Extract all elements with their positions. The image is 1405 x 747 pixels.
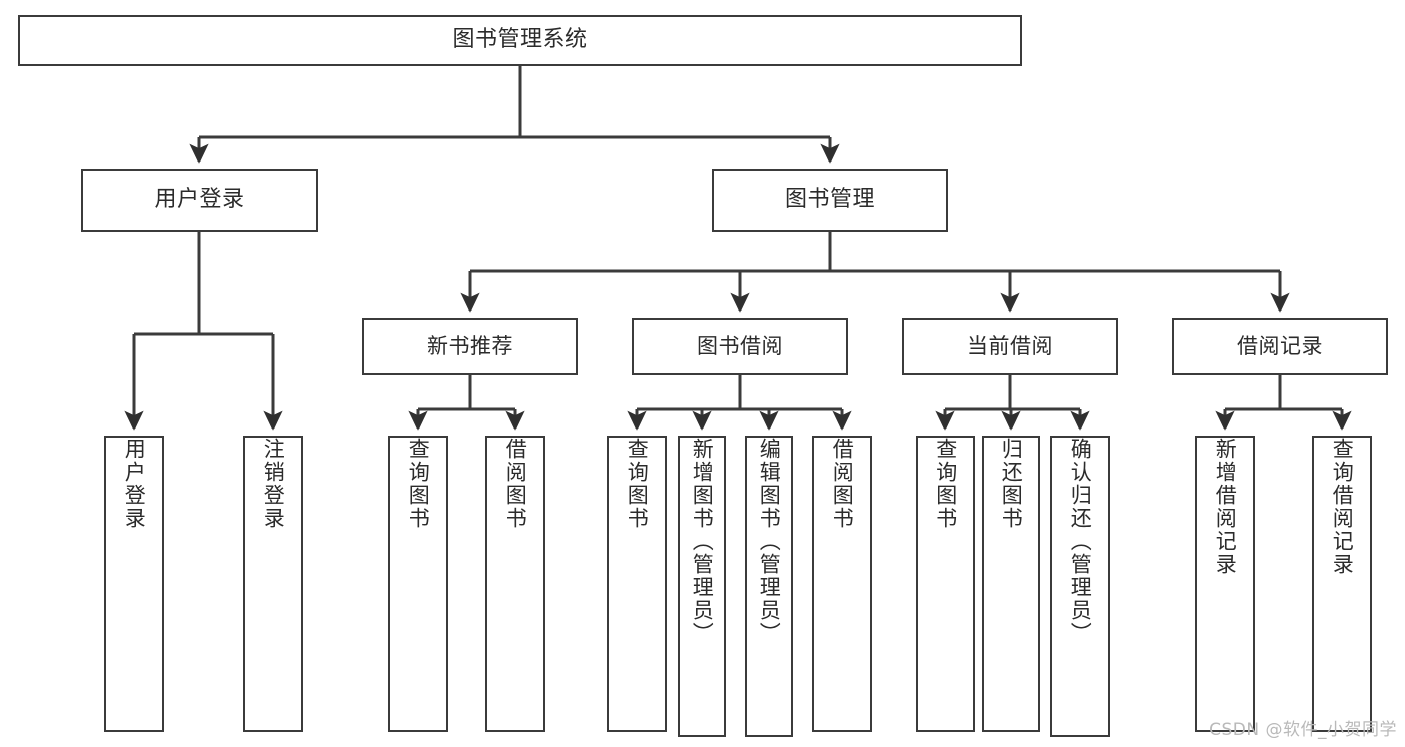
- leaf-return-book[interactable]: 归还图书: [982, 436, 1040, 732]
- leaf-query-borrow-record-label: 查询借阅记录: [1330, 438, 1355, 576]
- leaf-query-book-current-label: 查询图书: [933, 438, 958, 530]
- leaf-user-login[interactable]: 用户登录: [104, 436, 164, 732]
- node-user-login[interactable]: 用户登录: [81, 169, 318, 232]
- leaf-user-login-label: 用户登录: [122, 438, 147, 530]
- node-new-book-recommend-label: 新书推荐: [427, 333, 513, 358]
- leaf-query-book-borrow[interactable]: 查询图书: [607, 436, 667, 732]
- node-book-management-label: 图书管理: [784, 187, 875, 213]
- leaf-logout[interactable]: 注销登录: [243, 436, 303, 732]
- leaf-query-book-newbook-label: 查询图书: [406, 438, 431, 530]
- leaf-borrow-book[interactable]: 借阅图书: [812, 436, 872, 732]
- node-book-borrow-label: 图书借阅: [697, 333, 783, 358]
- node-book-management[interactable]: 图书管理: [712, 169, 948, 232]
- leaf-borrow-book-label: 借阅图书: [830, 438, 855, 530]
- leaf-query-book-newbook[interactable]: 查询图书: [388, 436, 448, 732]
- node-current-borrow[interactable]: 当前借阅: [902, 318, 1118, 375]
- node-root[interactable]: 图书管理系统: [18, 15, 1022, 66]
- node-root-label: 图书管理系统: [452, 27, 588, 53]
- leaf-borrow-book-newbook-label: 借阅图书: [503, 438, 528, 530]
- node-book-borrow[interactable]: 图书借阅: [632, 318, 848, 375]
- leaf-query-borrow-record[interactable]: 查询借阅记录: [1312, 436, 1372, 732]
- leaf-confirm-return-admin-label: 确认归还（管理员）: [1068, 438, 1093, 645]
- node-borrow-record-label: 借阅记录: [1237, 333, 1323, 358]
- node-current-borrow-label: 当前借阅: [967, 333, 1053, 358]
- leaf-borrow-book-newbook[interactable]: 借阅图书: [485, 436, 545, 732]
- leaf-logout-label: 注销登录: [261, 438, 286, 530]
- node-user-login-label: 用户登录: [154, 187, 245, 213]
- leaf-add-borrow-record[interactable]: 新增借阅记录: [1195, 436, 1255, 732]
- leaf-confirm-return-admin[interactable]: 确认归还（管理员）: [1050, 436, 1110, 737]
- leaf-query-book-borrow-label: 查询图书: [625, 438, 650, 530]
- leaf-return-book-label: 归还图书: [999, 438, 1024, 530]
- leaf-edit-book-admin[interactable]: 编辑图书（管理员）: [745, 436, 793, 737]
- node-borrow-record[interactable]: 借阅记录: [1172, 318, 1388, 375]
- leaf-add-borrow-record-label: 新增借阅记录: [1213, 438, 1238, 576]
- leaf-add-book-admin[interactable]: 新增图书（管理员）: [678, 436, 726, 737]
- leaf-add-book-admin-label: 新增图书（管理员）: [690, 438, 715, 645]
- watermark-text: CSDN @软件_小贺同学: [1209, 720, 1397, 740]
- node-new-book-recommend[interactable]: 新书推荐: [362, 318, 578, 375]
- leaf-edit-book-admin-label: 编辑图书（管理员）: [757, 438, 782, 645]
- leaf-query-book-current[interactable]: 查询图书: [916, 436, 975, 732]
